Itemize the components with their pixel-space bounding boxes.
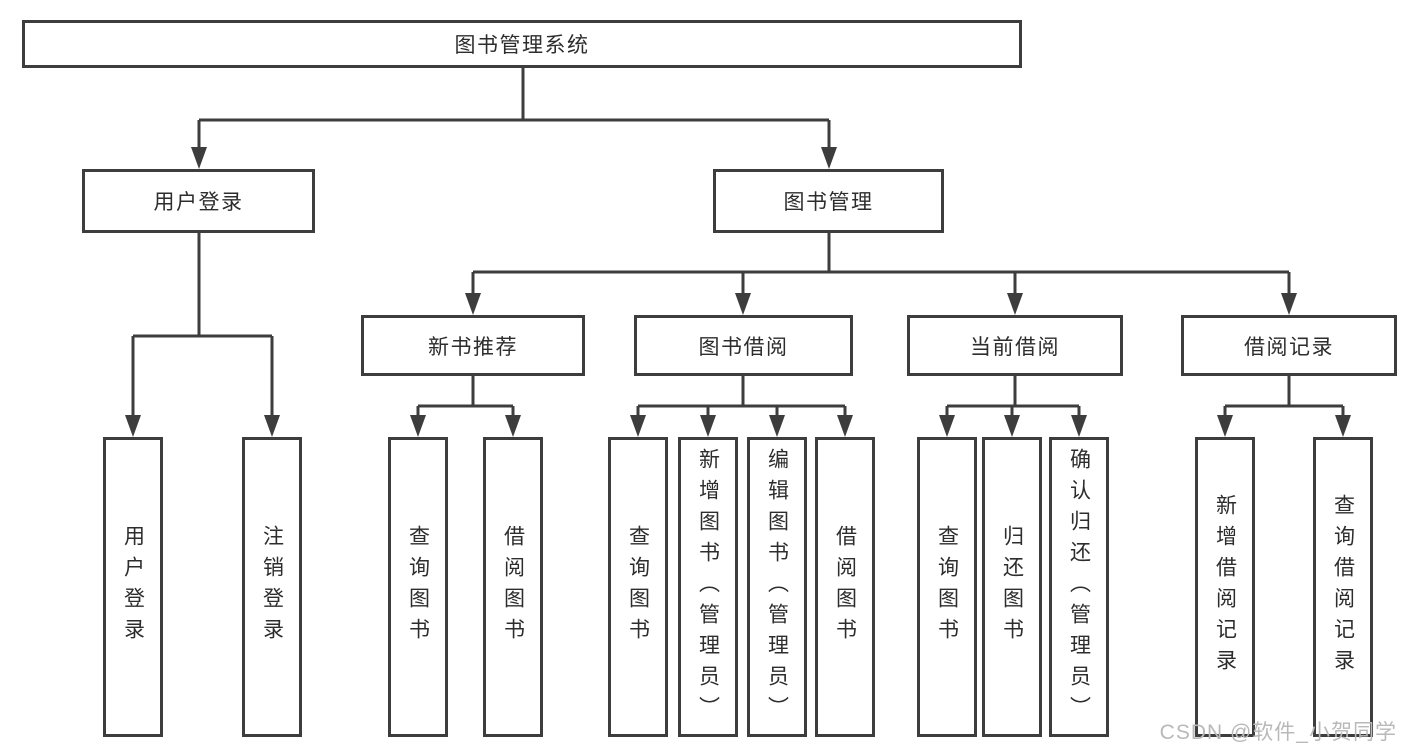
node-label-book-mgmt-module: 图书管理 (783, 191, 874, 214)
node-label-current-borrow: 当前借阅 (970, 335, 1060, 359)
node-leaf-user-login: 用户登录 (103, 437, 163, 737)
node-label-leaf-user-login: 用户登录 (121, 525, 145, 649)
node-label-new-book-recommend: 新书推荐 (428, 335, 518, 359)
node-user-login-module: 用户登录 (82, 169, 315, 233)
node-leaf-query-book-2: 查询图书 (608, 437, 668, 737)
node-new-book-recommend: 新书推荐 (361, 315, 585, 376)
node-label-leaf-edit-book: 编辑图书（管理员） (765, 447, 789, 727)
node-label-leaf-return-book: 归还图书 (1000, 525, 1024, 649)
node-leaf-borrow-book-1: 借阅图书 (483, 437, 543, 737)
node-label-book-borrow: 图书借阅 (698, 335, 789, 359)
node-leaf-query-book-3: 查询图书 (917, 437, 977, 737)
node-borrow-records: 借阅记录 (1181, 315, 1397, 376)
node-leaf-borrow-book-2: 借阅图书 (815, 437, 875, 737)
node-label-leaf-borrow-book-2: 借阅图书 (833, 525, 857, 649)
node-label-leaf-logout: 注销登录 (260, 525, 284, 649)
node-label-leaf-add-record: 新增借阅记录 (1213, 494, 1237, 680)
watermark: CSDN @软件_小贺同学 (1159, 721, 1397, 744)
node-leaf-add-record: 新增借阅记录 (1195, 437, 1255, 737)
node-leaf-query-record: 查询借阅记录 (1313, 437, 1373, 737)
node-label-leaf-confirm-return: 确认归还（管理员） (1067, 447, 1091, 727)
node-label-leaf-query-book-3: 查询图书 (935, 525, 959, 649)
node-leaf-logout: 注销登录 (242, 437, 302, 737)
node-leaf-return-book: 归还图书 (982, 437, 1042, 737)
node-label-leaf-query-book-1: 查询图书 (406, 525, 430, 649)
node-label-user-login-module: 用户登录 (153, 191, 244, 214)
node-leaf-edit-book: 编辑图书（管理员） (747, 437, 807, 737)
node-leaf-add-book: 新增图书（管理员） (678, 437, 738, 737)
node-book-mgmt-module: 图书管理 (713, 169, 944, 233)
node-current-borrow: 当前借阅 (907, 315, 1123, 376)
node-leaf-query-book-1: 查询图书 (388, 437, 448, 737)
node-root: 图书管理系统 (22, 20, 1022, 68)
node-label-leaf-query-record: 查询借阅记录 (1331, 494, 1355, 680)
node-book-borrow: 图书借阅 (634, 315, 853, 376)
node-leaf-confirm-return: 确认归还（管理员） (1049, 437, 1109, 737)
node-label-leaf-borrow-book-1: 借阅图书 (501, 525, 525, 649)
node-label-leaf-query-book-2: 查询图书 (626, 525, 650, 649)
node-label-borrow-records: 借阅记录 (1244, 335, 1334, 359)
node-label-leaf-add-book: 新增图书（管理员） (696, 447, 720, 727)
node-label-root: 图书管理系统 (454, 34, 590, 57)
